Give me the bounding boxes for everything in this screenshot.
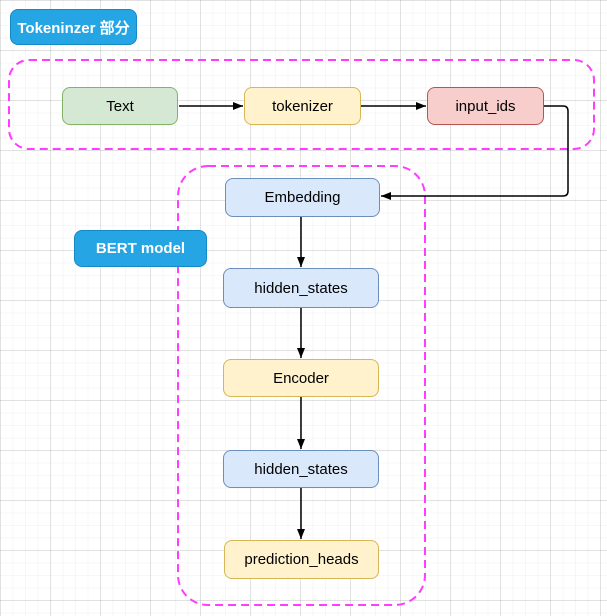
tokenizer-section-boundary[interactable] [8, 59, 595, 150]
node-text-label: Text [106, 97, 134, 115]
node-encoder-label: Encoder [273, 369, 329, 387]
node-embedding[interactable]: Embedding [225, 178, 380, 217]
bert-model-label-text: BERT model [95, 240, 186, 257]
node-embedding-label: Embedding [264, 189, 341, 206]
node-input-ids-label: input_ids [455, 97, 516, 115]
node-hidden-states-1[interactable]: hidden_states [223, 268, 379, 308]
node-prediction-heads[interactable]: prediction_heads [224, 540, 379, 579]
node-prediction-heads-label: prediction_heads [244, 551, 359, 568]
node-text[interactable]: Text [62, 87, 178, 125]
node-input-ids[interactable]: input_ids [427, 87, 544, 125]
node-encoder[interactable]: Encoder [223, 359, 379, 397]
node-tokenizer-label: tokenizer [272, 97, 333, 115]
bert-model-label[interactable]: BERT model [74, 230, 207, 267]
edge-inputids-embedding[interactable] [381, 105, 569, 200]
node-hidden-states-2[interactable]: hidden_states [223, 450, 379, 488]
node-hidden-states-1-label: hidden_states [254, 279, 348, 297]
node-hidden-states-2-label: hidden_states [254, 460, 348, 478]
tokenizer-section-label[interactable]: Tokeninzer 部分 [10, 9, 137, 45]
node-tokenizer[interactable]: tokenizer [244, 87, 361, 125]
tokenizer-section-label-text: Tokeninzer 部分 [17, 19, 130, 37]
bert-model-boundary[interactable] [177, 165, 426, 606]
